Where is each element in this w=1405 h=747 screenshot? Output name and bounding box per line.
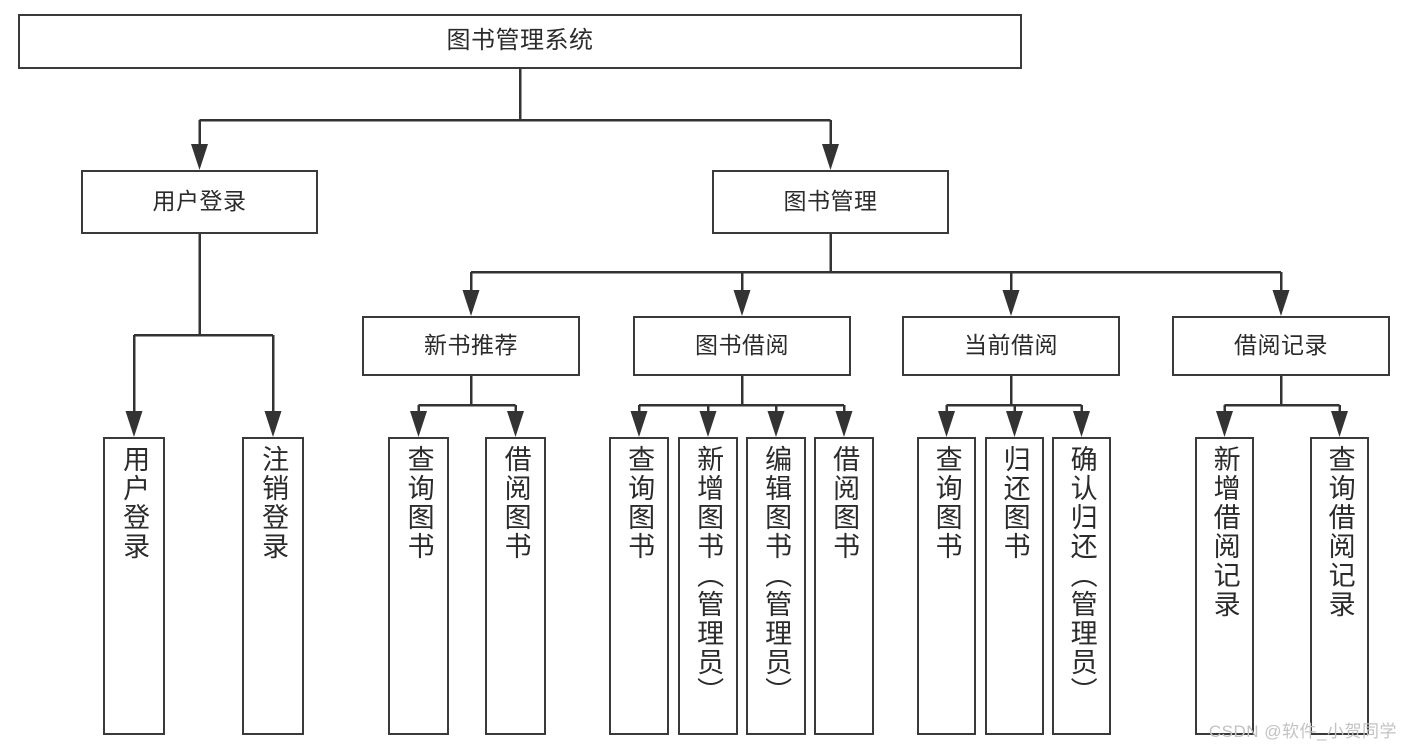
node-user-login[interactable]: 用户登录: [81, 170, 318, 234]
node-leaf-confirm-return[interactable]: 确认归还（管理员）: [1052, 437, 1111, 735]
node-borrow-record[interactable]: 借阅记录: [1172, 316, 1390, 376]
node-leaf-return-book[interactable]: 归还图书: [985, 437, 1044, 735]
node-leaf-borrow-book[interactable]: 借阅图书: [814, 437, 874, 735]
node-label-current-borrow: 当前借阅: [964, 332, 1058, 359]
node-label-book-borrow: 图书借阅: [695, 332, 789, 359]
node-label-root: 图书管理系统: [446, 27, 594, 55]
node-leaf-edit-book[interactable]: 编辑图书（管理员）: [746, 437, 806, 735]
node-label-leaf-user-login: 用户登录: [119, 445, 150, 561]
node-leaf-query-book-current[interactable]: 查询图书: [917, 437, 976, 735]
node-label-user-login: 用户登录: [152, 188, 247, 215]
node-current-borrow[interactable]: 当前借阅: [902, 316, 1120, 376]
node-label-leaf-confirm-return: 确认归还（管理员）: [1066, 445, 1097, 706]
node-label-borrow-record: 借阅记录: [1234, 332, 1328, 359]
watermark: CSDN @软件_小贺同学: [1208, 722, 1397, 741]
node-book-borrow[interactable]: 图书借阅: [633, 316, 851, 376]
node-leaf-user-login[interactable]: 用户登录: [103, 437, 165, 735]
node-label-leaf-return-book: 归还图书: [999, 445, 1030, 561]
node-label-leaf-borrow-book-rec: 借阅图书: [500, 445, 531, 561]
node-book-manage[interactable]: 图书管理: [712, 170, 949, 234]
node-label-leaf-query-book-current: 查询图书: [931, 445, 962, 561]
node-label-leaf-add-record: 新增借阅记录: [1209, 445, 1240, 619]
node-label-leaf-borrow-book: 借阅图书: [829, 445, 860, 561]
node-leaf-logout[interactable]: 注销登录: [242, 437, 304, 735]
node-label-leaf-query-book-rec: 查询图书: [403, 445, 434, 561]
node-leaf-query-book-borrow[interactable]: 查询图书: [609, 437, 669, 735]
node-label-leaf-query-book-borrow: 查询图书: [624, 445, 655, 561]
node-label-leaf-query-record: 查询借阅记录: [1324, 445, 1355, 619]
node-root[interactable]: 图书管理系统: [18, 14, 1022, 69]
node-label-new-book-rec: 新书推荐: [424, 332, 518, 359]
node-label-leaf-add-book: 新增图书（管理员）: [693, 445, 724, 706]
node-new-book-rec[interactable]: 新书推荐: [362, 316, 580, 376]
node-leaf-add-book[interactable]: 新增图书（管理员）: [678, 437, 738, 735]
node-leaf-query-record[interactable]: 查询借阅记录: [1310, 437, 1369, 735]
node-leaf-add-record[interactable]: 新增借阅记录: [1195, 437, 1254, 735]
node-label-book-manage: 图书管理: [783, 188, 878, 215]
node-label-leaf-logout: 注销登录: [258, 445, 289, 561]
node-leaf-borrow-book-rec[interactable]: 借阅图书: [485, 437, 546, 735]
node-leaf-query-book-rec[interactable]: 查询图书: [388, 437, 449, 735]
node-label-leaf-edit-book: 编辑图书（管理员）: [761, 445, 792, 706]
